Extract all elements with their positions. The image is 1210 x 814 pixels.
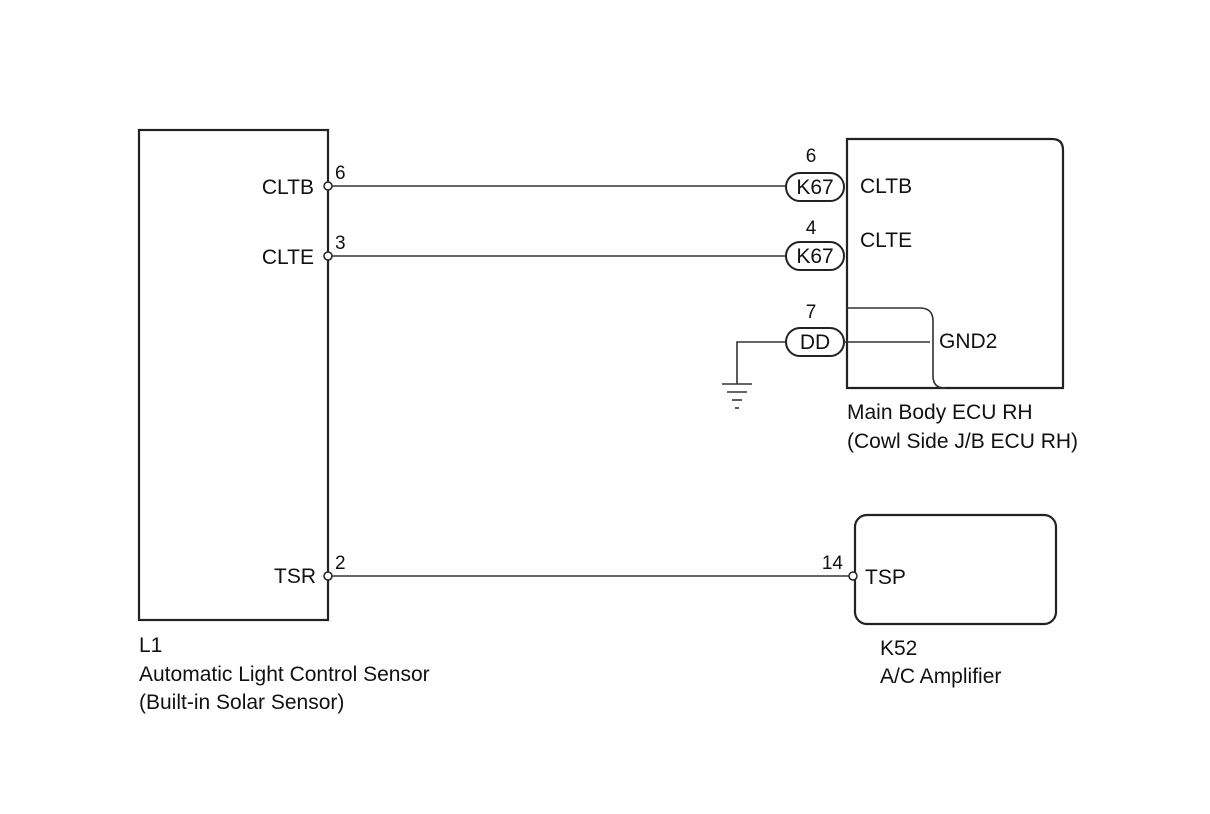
- ecu-connector-clte: K67: [796, 245, 833, 268]
- amplifier-name: A/C Amplifier: [880, 665, 1001, 688]
- ecu-pin-num-gnd2: 7: [806, 302, 817, 323]
- ecu-name: Main Body ECU RH: [847, 401, 1033, 424]
- wire-ground: [736, 341, 787, 384]
- terminal-clte: [323, 251, 333, 261]
- sensor-box: [137, 128, 330, 622]
- ecu-pin-label-gnd2: GND2: [939, 330, 997, 353]
- sensor-pin-label-tsr: TSR: [274, 565, 316, 588]
- ecu-subname: (Cowl Side J/B ECU RH): [847, 430, 1078, 453]
- amplifier-pin-num: 14: [822, 553, 844, 574]
- ecu-pin-label-cltb: CLTB: [860, 175, 912, 198]
- sensor-subname: (Built-in Solar Sensor): [139, 691, 344, 714]
- sensor-pin-num-clte: 3: [335, 233, 346, 254]
- amplifier-box: [853, 513, 1058, 626]
- amplifier-pin-label: TSP: [865, 566, 906, 589]
- terminal-tsp: [848, 571, 858, 581]
- sensor-pin-num-tsr: 2: [335, 553, 346, 574]
- amplifier-ref: K52: [880, 637, 917, 660]
- ground-icon: [722, 383, 752, 409]
- ecu-pin-num-cltb: 6: [806, 146, 817, 167]
- connector-k67-clte: [785, 241, 845, 271]
- ecu-box: [845, 137, 1065, 390]
- sensor-pin-label-cltb: CLTB: [262, 176, 314, 199]
- sensor-ref: L1: [139, 634, 162, 657]
- sensor-name: Automatic Light Control Sensor: [139, 663, 430, 686]
- ecu-pin-label-clte: CLTE: [860, 229, 912, 252]
- ecu-internal-ground-line: [847, 307, 946, 389]
- sensor-pin-num-cltb: 6: [335, 163, 346, 184]
- ecu-connector-cltb: K67: [796, 176, 833, 199]
- connector-dd: [785, 327, 845, 357]
- terminal-cltb: [323, 181, 333, 191]
- terminal-tsr: [323, 571, 333, 581]
- sensor-pin-label-clte: CLTE: [262, 246, 314, 269]
- ecu-connector-gnd2: DD: [800, 331, 830, 354]
- ecu-pin-num-clte: 4: [806, 218, 817, 239]
- connector-k67-cltb: [785, 172, 845, 202]
